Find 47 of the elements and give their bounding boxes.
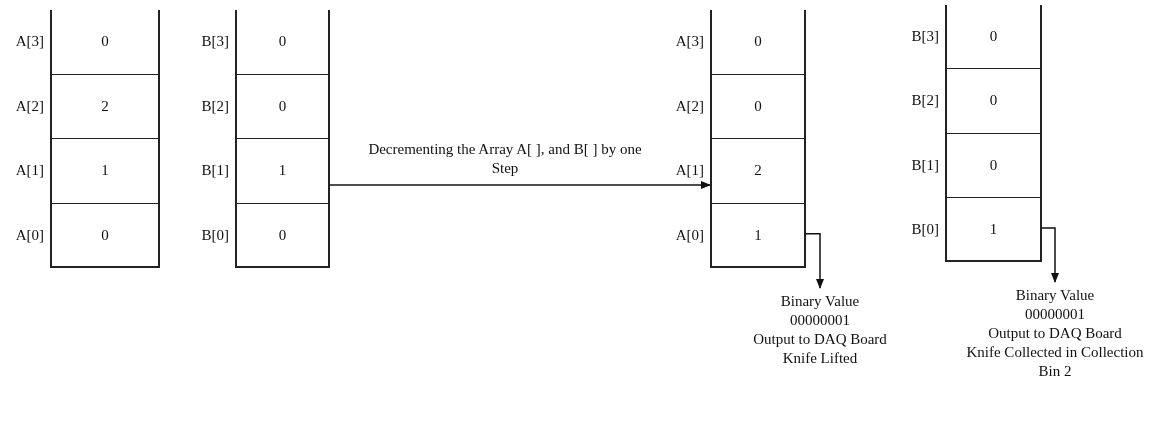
cell-value: 2 <box>754 162 762 180</box>
cell-value: 0 <box>989 92 998 110</box>
index-label: A[3] <box>14 33 44 51</box>
cell-value: 0 <box>278 33 287 51</box>
index-label: A[1] <box>674 162 704 180</box>
index-label: A[1] <box>14 162 44 180</box>
note-text: Binary Value <box>779 292 861 311</box>
cell-value: 1 <box>989 221 998 239</box>
cell-value: 1 <box>101 162 109 180</box>
note-text: 00000001 <box>789 311 851 330</box>
cell-value: 0 <box>278 227 287 245</box>
stack-frame <box>945 5 1042 262</box>
index-label: B[3] <box>910 28 939 46</box>
note-text: Output to DAQ Board <box>987 324 1123 343</box>
cell-value: 1 <box>754 227 762 245</box>
stack-frame <box>235 10 330 268</box>
cell-value: 0 <box>989 28 998 46</box>
index-label: B[1] <box>200 162 229 180</box>
arrow <box>803 233 824 289</box>
index-label: A[0] <box>14 226 44 244</box>
cell-value: 0 <box>989 156 998 174</box>
arrow <box>1039 227 1059 283</box>
cell-value: 0 <box>754 97 762 115</box>
index-label: B[1] <box>910 156 939 174</box>
index-label: B[3] <box>200 33 229 51</box>
index-label: A[0] <box>674 226 704 244</box>
note-text: Output to DAQ Board <box>752 330 888 349</box>
index-label: B[0] <box>910 220 939 238</box>
note-text: Binary Value <box>1014 286 1096 305</box>
cell-value: 0 <box>101 227 109 245</box>
cell-value: 2 <box>101 97 109 115</box>
index-label: A[2] <box>674 97 704 115</box>
note-text: 00000001 <box>1024 305 1086 324</box>
index-label: A[2] <box>14 97 44 115</box>
stack-frame <box>710 10 806 268</box>
arrow <box>329 181 711 189</box>
cell-value: 0 <box>278 97 287 115</box>
cell-value: 0 <box>101 33 109 51</box>
stack-frame <box>50 10 160 268</box>
note-text: Knife Collected in Collection Bin 2 <box>965 343 1145 381</box>
index-label: B[2] <box>200 97 229 115</box>
cell-value: 0 <box>754 33 762 51</box>
index-label: A[3] <box>674 33 704 51</box>
note-text: Knife Lifted <box>781 349 859 368</box>
index-label: B[2] <box>910 92 939 110</box>
index-label: B[0] <box>200 226 229 244</box>
cell-value: 1 <box>278 162 287 180</box>
